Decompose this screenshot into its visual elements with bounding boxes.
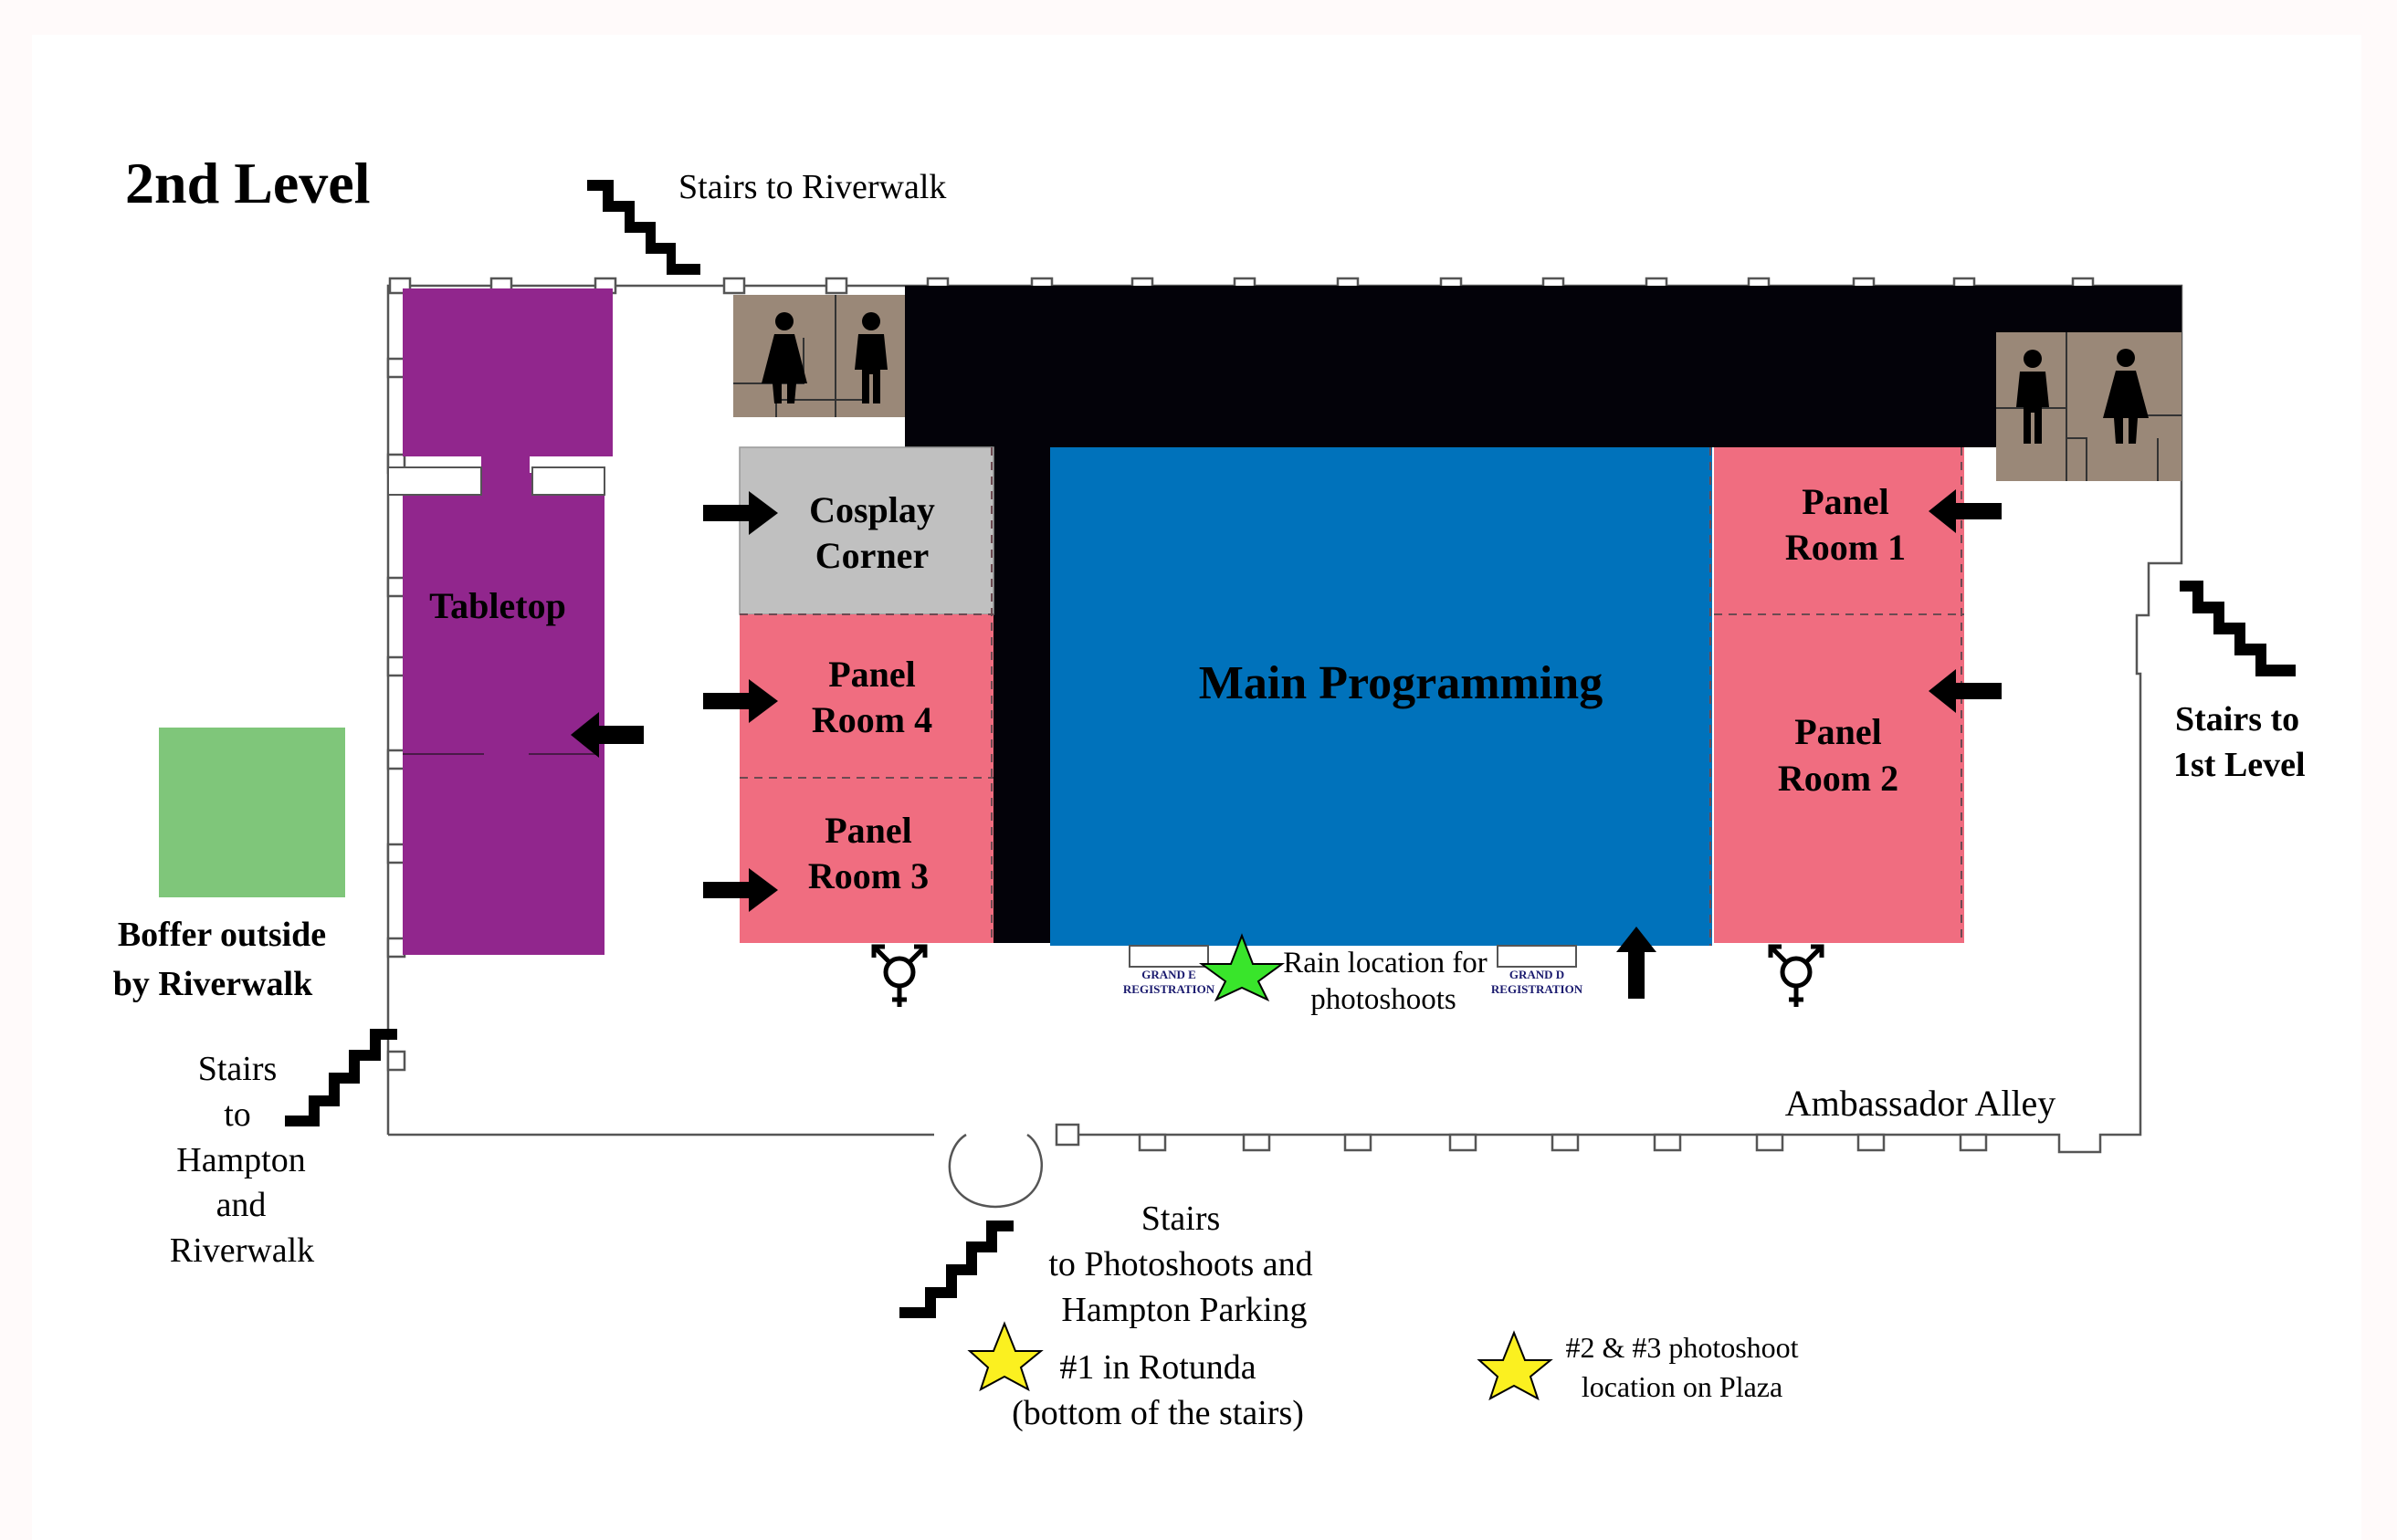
women-restroom-icon-right — [2103, 349, 2149, 444]
plaza-label-line1: #2 & #3 photoshoot — [1565, 1331, 1798, 1364]
stairs-hampton-icon — [285, 1029, 397, 1126]
rotunda-photoshoot-star-icon[interactable] — [967, 1321, 1044, 1392]
rotunda-label-line2: (bottom of the stairs) — [1012, 1394, 1304, 1432]
stairs-hampton-line: Stairs — [198, 1050, 278, 1088]
map-title: 2nd Level — [125, 151, 370, 215]
room-panel-2[interactable]: Panel Room 2 — [1714, 614, 1964, 943]
room-panel-3[interactable]: Panel Room 3 — [740, 778, 993, 943]
boffer-label-line1: Boffer outside — [118, 916, 326, 954]
entrance-arrow-panel3 — [703, 868, 778, 912]
entrance-arrow-panel4 — [703, 679, 778, 723]
stairs-hampton-line: to — [224, 1095, 251, 1134]
stairs-photoshoots-line: to Photoshoots and — [1048, 1245, 1312, 1283]
all-gender-restroom-icon-right — [1768, 944, 1824, 1007]
room-panel-1[interactable]: Panel Room 1 — [1714, 447, 1964, 614]
entrance-arrow-panel1 — [1929, 489, 2002, 533]
entrance-arrow-tabletop — [571, 712, 644, 758]
rotunda-label-line1: #1 in Rotunda — [1059, 1348, 1256, 1387]
tabletop-area[interactable] — [403, 288, 613, 955]
grand-d-label-line2: REGISTRATION — [1491, 982, 1583, 996]
panel3-label-line1: Panel — [825, 810, 912, 851]
grand-d-label-line1: GRAND D — [1509, 968, 1564, 981]
entrance-arrow-panel2 — [1929, 669, 2002, 713]
main-programming-label: Main Programming — [1199, 657, 1603, 709]
cosplay-label-line1: Cosplay — [809, 489, 935, 530]
panel1-label-line2: Room 1 — [1785, 527, 1906, 568]
panel3-label-line2: Room 3 — [808, 855, 929, 896]
stairs-hampton-line: Riverwalk — [170, 1231, 314, 1270]
stairs-photoshoots-label: Stairs to Photoshoots and Hampton Parkin… — [1048, 1200, 1312, 1329]
grand-e-label-line2: REGISTRATION — [1123, 982, 1215, 996]
room-main-programming[interactable]: Main Programming — [1050, 447, 1712, 946]
entrance-arrow-cosplay — [703, 491, 778, 535]
rain-label-line1: Rain location for — [1283, 947, 1488, 980]
stairs-first-level-label-line2: 1st Level — [2173, 746, 2306, 784]
grand-d-registration[interactable]: GRAND D REGISTRATION — [1491, 945, 1583, 996]
rain-label-line2: photoshoots — [1310, 983, 1456, 1016]
stairs-hampton-line: and — [216, 1186, 267, 1224]
restrooms-right[interactable] — [1996, 332, 2181, 481]
stairs-first-level-label-line1: Stairs to — [2175, 700, 2299, 739]
panel4-label-line1: Panel — [828, 654, 916, 695]
rain-location-star-icon[interactable] — [1198, 933, 1286, 1002]
stairs-first-level-icon — [2180, 581, 2296, 676]
room-panel-4[interactable]: Panel Room 4 — [740, 614, 993, 778]
boffer-label-line2: by Riverwalk — [113, 965, 313, 1003]
stairs-photoshoots-line: Stairs — [1141, 1200, 1221, 1238]
women-restroom-icon — [762, 312, 807, 403]
men-restroom-icon — [855, 312, 888, 403]
restrooms-left[interactable] — [733, 295, 905, 417]
hallway — [905, 286, 2181, 943]
men-restroom-icon-right — [2016, 350, 2049, 444]
room-tabletop[interactable]: Tabletop — [387, 288, 613, 955]
plaza-label-line2: location on Plaza — [1582, 1370, 1782, 1403]
stairs-riverwalk-icon — [587, 180, 700, 275]
tabletop-label: Tabletop — [429, 585, 566, 626]
grand-e-label-line1: GRAND E — [1141, 968, 1196, 981]
entrance-arrow-main-programming — [1616, 927, 1656, 999]
cosplay-label-line2: Corner — [815, 535, 929, 576]
panel2-label-line2: Room 2 — [1778, 758, 1898, 799]
room-cosplay-corner[interactable]: Cosplay Corner — [739, 446, 994, 615]
stairs-hampton-label: Stairs to Hampton and Riverwalk — [170, 1050, 314, 1270]
stairs-riverwalk-label: Stairs to Riverwalk — [678, 168, 946, 206]
panel2-label-line1: Panel — [1794, 711, 1882, 752]
panel4-label-line2: Room 4 — [812, 699, 932, 740]
all-gender-restroom-icon-left — [871, 944, 928, 1007]
rotunda — [948, 1133, 1044, 1209]
stairs-photoshoots-icon — [899, 1220, 1014, 1318]
stairs-photoshoots-line: Hampton Parking — [1061, 1291, 1307, 1329]
grand-e-registration[interactable]: GRAND E REGISTRATION — [1123, 945, 1215, 996]
ambassador-alley-label: Ambassador Alley — [1785, 1083, 2056, 1124]
boffer-area[interactable] — [159, 728, 345, 897]
panel1-label-line1: Panel — [1802, 481, 1889, 522]
stairs-hampton-line: Hampton — [176, 1141, 305, 1179]
plaza-photoshoot-star-icon[interactable] — [1477, 1330, 1553, 1401]
bottom-wall-notches — [1055, 1123, 1988, 1152]
